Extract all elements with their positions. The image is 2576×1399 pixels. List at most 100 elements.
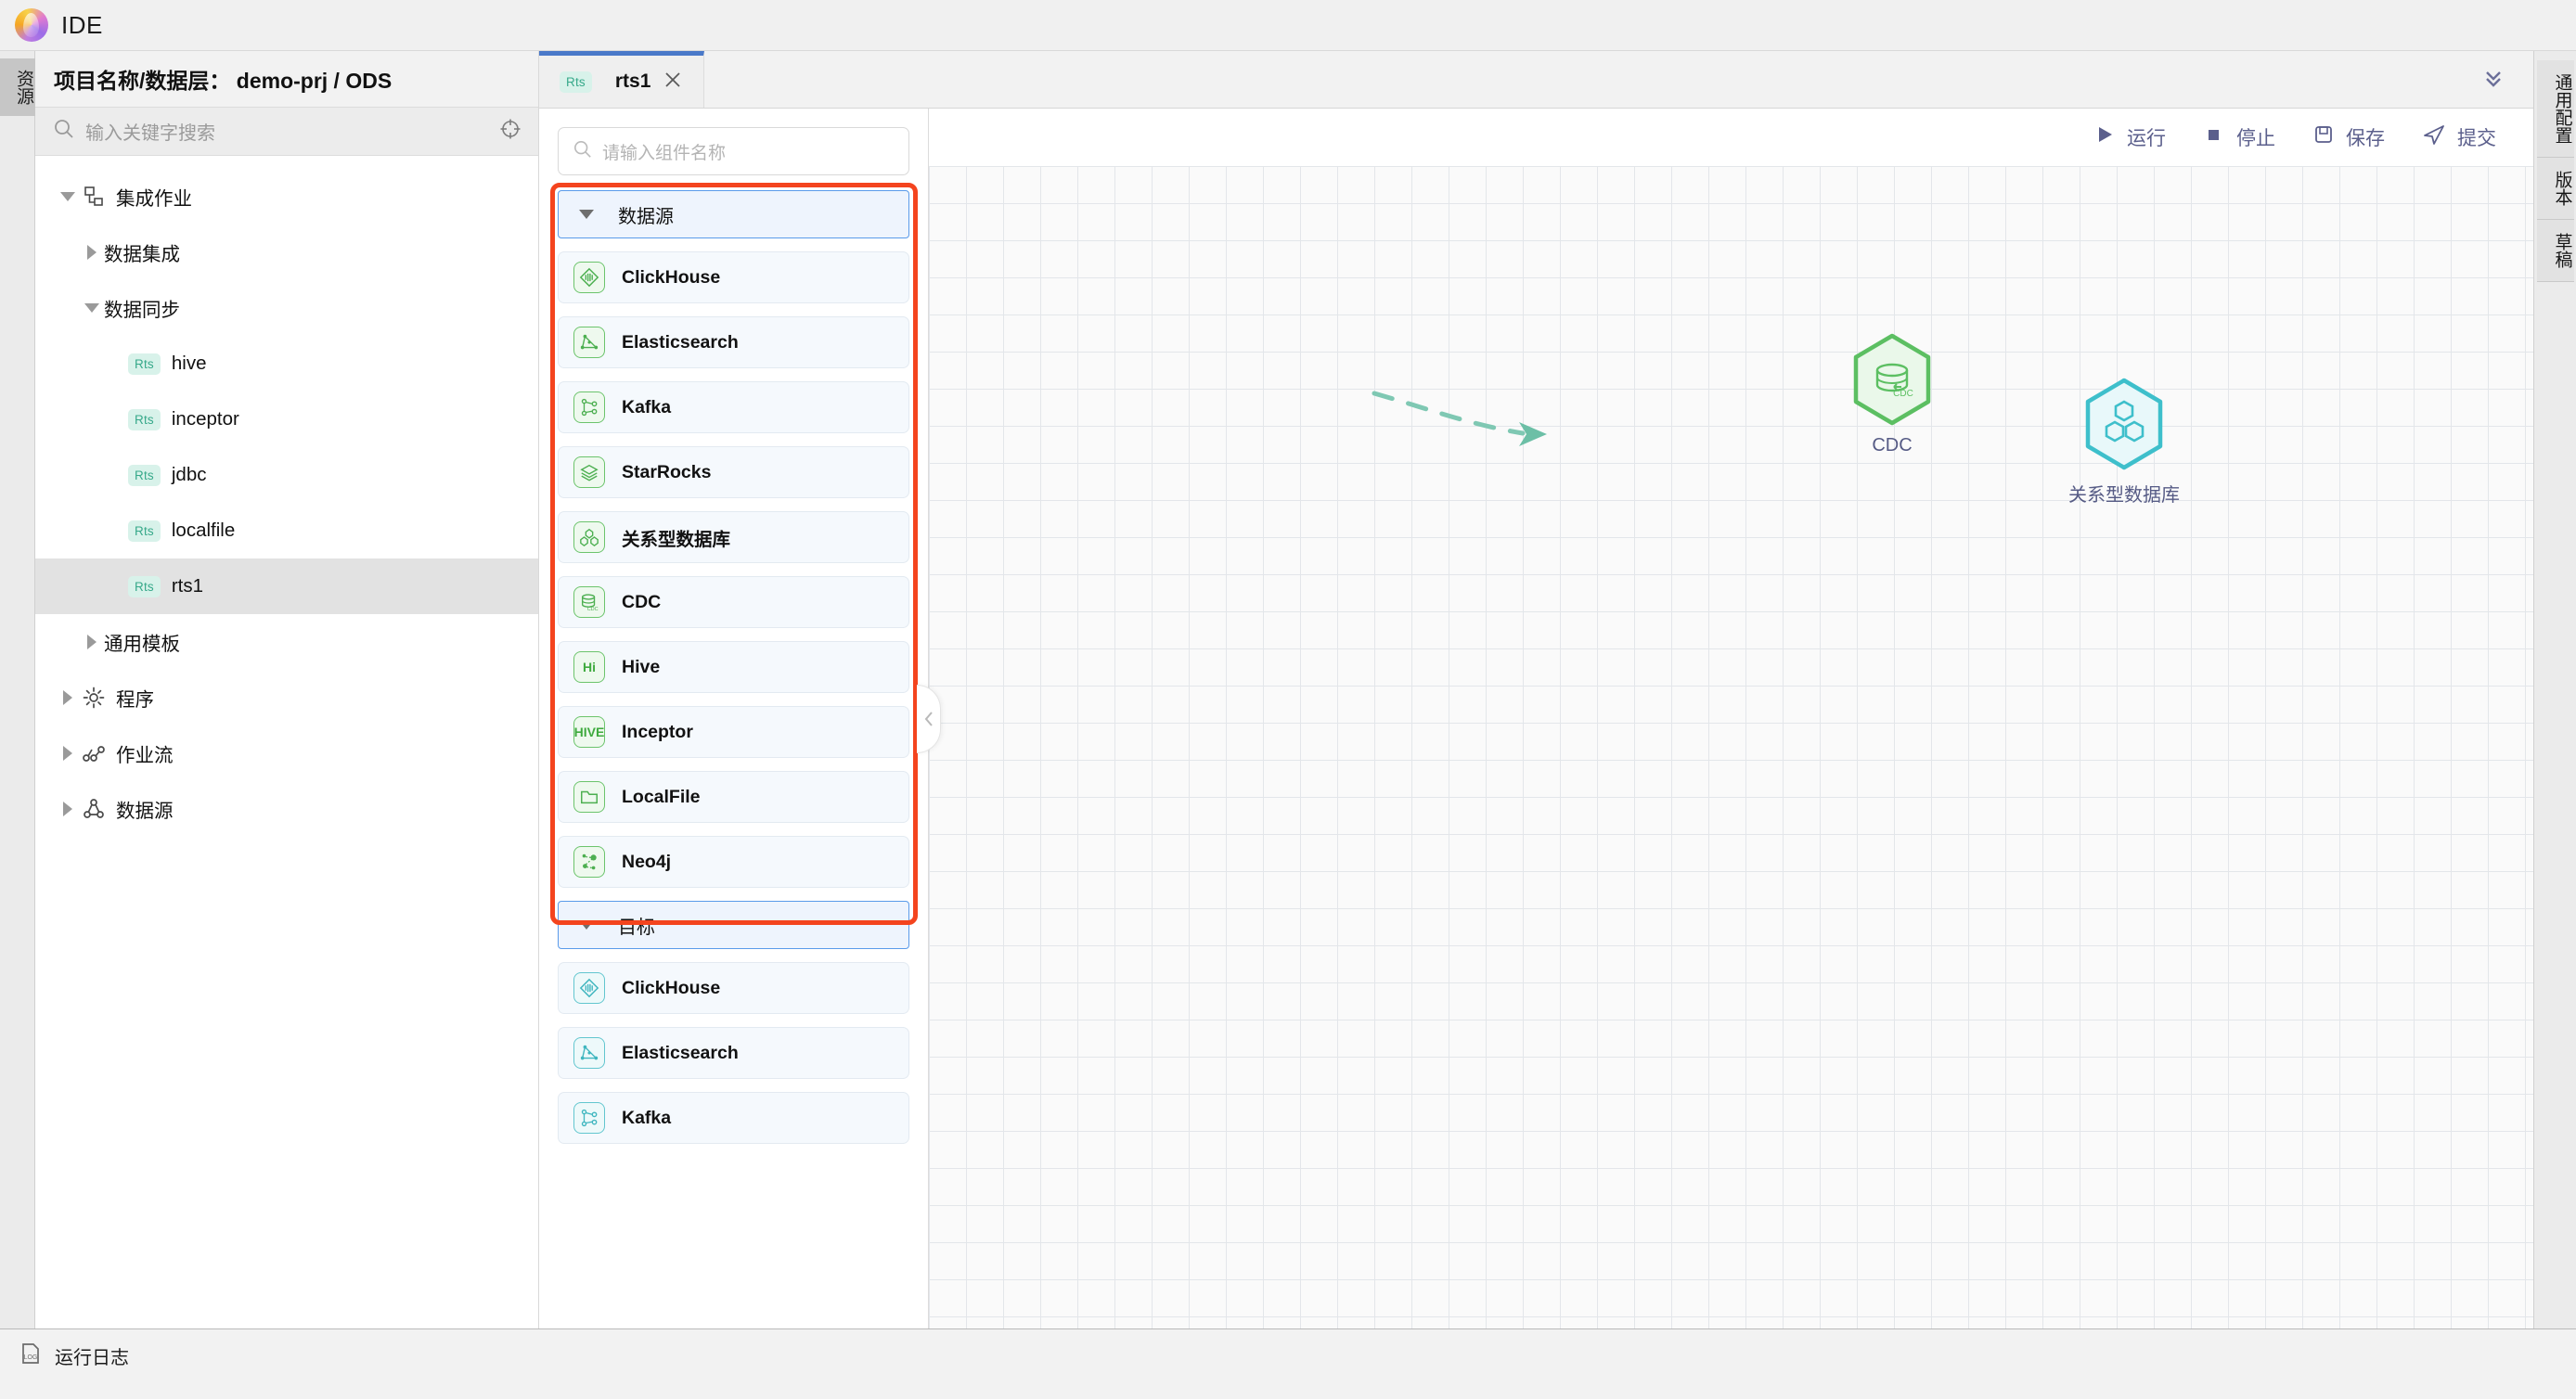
tree-item-通用模板[interactable]: 通用模板 bbox=[35, 614, 538, 670]
edge-layer bbox=[1372, 391, 1547, 446]
kafka-icon bbox=[573, 391, 605, 423]
svg-text:CDC: CDC bbox=[1893, 389, 1913, 399]
editor-tab-strip: Rts rts1 bbox=[539, 51, 2533, 109]
palette-component-Elasticsearch[interactable]: Elasticsearch bbox=[558, 1027, 909, 1079]
chevron-right-icon[interactable] bbox=[56, 690, 80, 705]
tree-item-数据源[interactable]: 数据源 bbox=[35, 781, 538, 837]
palette-component-Elasticsearch[interactable]: Elasticsearch bbox=[558, 316, 909, 368]
tree-item-label: 通用模板 bbox=[104, 634, 180, 655]
chevron-right-icon[interactable] bbox=[80, 635, 104, 649]
palette-component-label: LocalFile bbox=[622, 786, 701, 807]
collapse-all-button[interactable] bbox=[2454, 51, 2533, 108]
toolbar-button-提交[interactable]: 提交 bbox=[2422, 122, 2496, 152]
cdc-node-icon: CDC bbox=[1849, 333, 1935, 426]
palette-component-label: StarRocks bbox=[622, 461, 712, 482]
palette-component-ClickHouse[interactable]: ClickHouse bbox=[558, 251, 909, 303]
tree-item-localfile[interactable]: Rts localfile bbox=[35, 503, 538, 558]
explorer-search-row[interactable]: 输入关键字搜索 bbox=[35, 108, 538, 156]
chevron-right-icon[interactable] bbox=[80, 245, 104, 260]
palette-group-title: 数据源 bbox=[618, 206, 674, 227]
tree-item-集成作业[interactable]: 集成作业 bbox=[35, 169, 538, 225]
tree-item-数据集成[interactable]: 数据集成 bbox=[35, 225, 538, 280]
tree-item-label: 数据同步 bbox=[104, 300, 180, 321]
palette-search-box[interactable]: 请输入组件名称 bbox=[558, 127, 909, 175]
tree-item-label: localfile bbox=[171, 520, 236, 541]
neo4j-icon bbox=[573, 846, 605, 878]
palette-component-StarRocks[interactable]: StarRocks bbox=[558, 446, 909, 498]
canvas-toolbar: 运行 停止 保存 提交 bbox=[929, 109, 2533, 166]
save-icon bbox=[2312, 123, 2335, 151]
rail-tab-resources[interactable]: 资源 bbox=[0, 58, 35, 116]
tree-item-程序[interactable]: 程序 bbox=[35, 670, 538, 725]
tree-item-数据同步[interactable]: 数据同步 bbox=[35, 280, 538, 336]
toolbar-button-label: 停止 bbox=[2236, 128, 2275, 149]
datasource-icon bbox=[80, 797, 108, 821]
palette-component-Kafka[interactable]: Kafka bbox=[558, 1092, 909, 1144]
palette-component-label: Inceptor bbox=[622, 721, 693, 742]
tab-type-badge: Rts bbox=[560, 71, 592, 93]
crosshair-icon[interactable] bbox=[499, 118, 522, 145]
tree-item-label: 集成作业 bbox=[116, 188, 192, 210]
right-rail-tab-草稿[interactable]: 草稿 bbox=[2536, 220, 2574, 282]
workflow-icon bbox=[80, 741, 108, 765]
log-icon: LOG bbox=[19, 1341, 43, 1370]
palette-component-Kafka[interactable]: Kafka bbox=[558, 381, 909, 433]
clickhouse-icon bbox=[573, 262, 605, 293]
tree-item-label: 作业流 bbox=[116, 745, 174, 766]
close-icon[interactable] bbox=[663, 70, 683, 94]
palette-component-label: ClickHouse bbox=[622, 977, 721, 998]
chevron-right-icon[interactable] bbox=[56, 746, 80, 761]
palette-group-header-数据源[interactable]: 数据源 bbox=[558, 190, 909, 238]
edge-cdc-to-rdb[interactable] bbox=[1372, 391, 1526, 436]
rts-badge: Rts bbox=[128, 520, 161, 542]
right-rail-tab-版本[interactable]: 版本 bbox=[2536, 158, 2574, 220]
palette-search-input[interactable]: 请输入组件名称 bbox=[602, 143, 727, 163]
project-breadcrumb: 项目名称/数据层： demo-prj / ODS bbox=[54, 69, 393, 93]
editor-area: Rts rts1 bbox=[539, 51, 2533, 1328]
palette-component-关系型数据库[interactable]: 关系型数据库 bbox=[558, 511, 909, 563]
palette-group-header-目标[interactable]: 目标 bbox=[558, 901, 909, 949]
tree-item-label: 程序 bbox=[116, 689, 154, 711]
svg-text:LOG: LOG bbox=[24, 1354, 38, 1361]
palette-component-ClickHouse[interactable]: ClickHouse bbox=[558, 962, 909, 1014]
search-icon bbox=[54, 119, 74, 144]
right-rail: 通用配置版本草稿 bbox=[2533, 51, 2576, 1328]
chevron-down-icon[interactable] bbox=[56, 192, 80, 201]
rdb-icon bbox=[573, 521, 605, 553]
toolbar-button-停止[interactable]: 停止 bbox=[2203, 123, 2275, 151]
explorer-panel: 项目名称/数据层： demo-prj / ODS 输入关键字搜索 集成作业数据集… bbox=[35, 51, 539, 1328]
palette-component-Neo4j[interactable]: Neo4j bbox=[558, 836, 909, 888]
search-input[interactable]: 输入关键字搜索 bbox=[85, 123, 215, 144]
palette-collapse-handle[interactable] bbox=[917, 684, 941, 753]
canvas-node-关系型数据库[interactable]: 关系型数据库 bbox=[2068, 378, 2180, 507]
palette-group-title: 目标 bbox=[618, 917, 655, 938]
chevron-down-icon[interactable] bbox=[80, 303, 104, 313]
svg-text:CDC: CDC bbox=[587, 607, 599, 612]
folder-icon bbox=[573, 781, 605, 813]
toolbar-button-运行[interactable]: 运行 bbox=[2093, 123, 2166, 151]
palette-component-label: ClickHouse bbox=[622, 266, 721, 288]
right-rail-tab-通用配置[interactable]: 通用配置 bbox=[2536, 60, 2574, 158]
palette-component-label: Elasticsearch bbox=[622, 331, 739, 353]
chevron-right-icon[interactable] bbox=[56, 802, 80, 816]
editor-tab-rts1[interactable]: Rts rts1 bbox=[539, 51, 705, 108]
tree-item-作业流[interactable]: 作业流 bbox=[35, 725, 538, 781]
tree-item-label: 数据集成 bbox=[104, 244, 180, 265]
palette-component-LocalFile[interactable]: LocalFile bbox=[558, 771, 909, 823]
stop-icon bbox=[2203, 123, 2225, 151]
run-log-label[interactable]: 运行日志 bbox=[55, 1348, 129, 1368]
explorer-header: 项目名称/数据层： demo-prj / ODS bbox=[35, 51, 538, 108]
toolbar-button-保存[interactable]: 保存 bbox=[2312, 123, 2385, 151]
